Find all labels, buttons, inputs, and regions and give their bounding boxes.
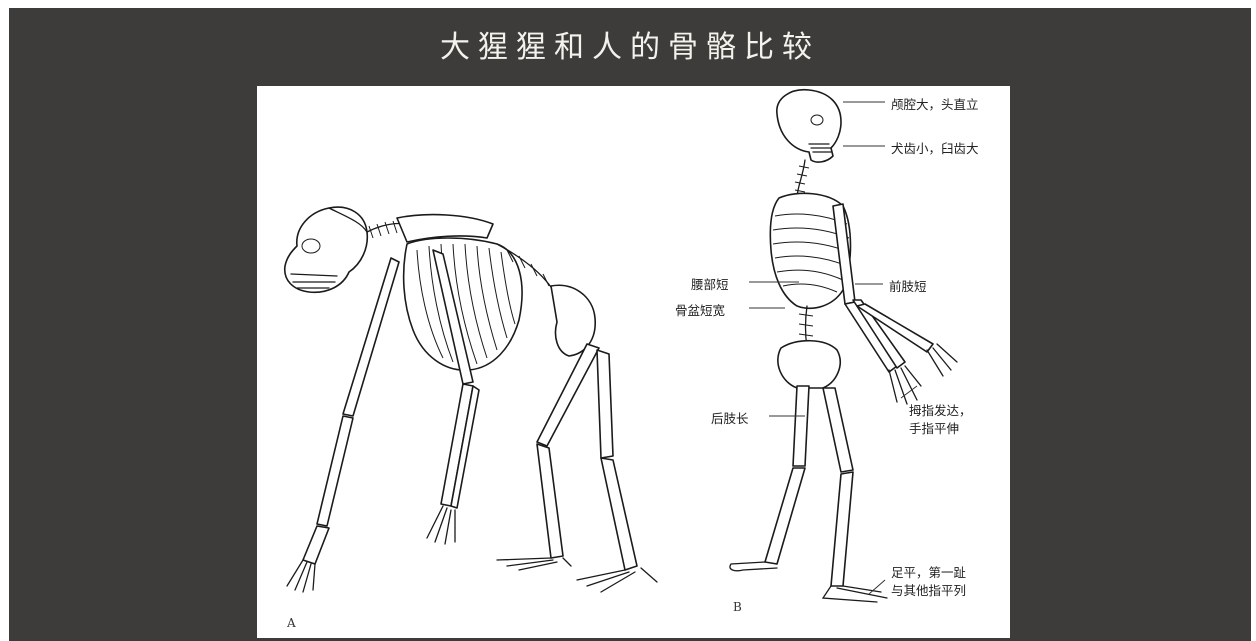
human-skeleton: [730, 90, 957, 602]
slide-background: 大猩猩和人的骨骼比较: [9, 8, 1251, 641]
human-pelvis: [778, 341, 840, 388]
gorilla-leg-near: [537, 344, 599, 446]
label-foot-2: 与其他指平列: [891, 580, 966, 599]
gorilla-arm-far: [343, 258, 399, 416]
label-pelvis: 骨盆短宽: [675, 300, 725, 319]
label-thumb-1: 拇指发达，: [909, 400, 972, 419]
human-skull: [777, 90, 841, 162]
label-foot-1: 足平，第一趾: [891, 562, 966, 581]
label-teeth: 犬齿小，臼齿大: [891, 138, 979, 157]
skeleton-comparison-drawing: [257, 86, 1010, 638]
label-skull: 颅腔大，头直立: [891, 94, 979, 113]
label-waist: 腰部短: [691, 274, 729, 293]
label-hindlimb: 后肢长: [711, 408, 749, 427]
gorilla-skull: [285, 207, 368, 292]
label-forelimb: 前肢短: [889, 276, 927, 295]
panel-label-a: A: [287, 616, 296, 630]
slide-title: 大猩猩和人的骨骼比较: [9, 22, 1251, 66]
panel-label-b: B: [733, 600, 742, 614]
figure-panel: 颅腔大，头直立 犬齿小，臼齿大 腰部短 前肢短 骨盆短宽 后肢长 拇指发达， 手…: [257, 86, 1010, 638]
human-leg-front: [793, 386, 809, 466]
gorilla-skeleton: [285, 207, 657, 592]
label-thumb-2: 手指平伸: [909, 418, 959, 437]
